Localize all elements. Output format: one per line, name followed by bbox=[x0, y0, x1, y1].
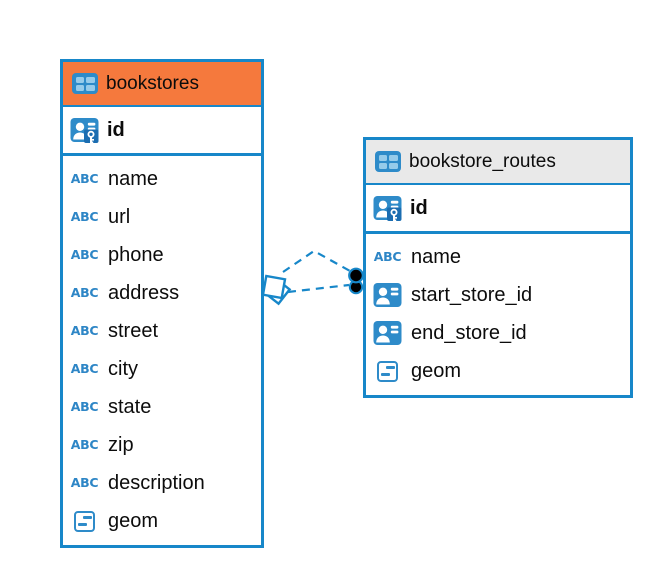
column-label: geom bbox=[108, 509, 159, 532]
column-row[interactable]: ABC name bbox=[63, 160, 261, 198]
column-row[interactable]: ABC street bbox=[63, 312, 261, 350]
relationship-endpoint-dot[interactable] bbox=[348, 267, 364, 284]
column-row[interactable]: ABC city bbox=[63, 350, 261, 388]
primary-key-label: id bbox=[107, 118, 125, 141]
column-label: end_store_id bbox=[411, 321, 527, 344]
reference-type-icon bbox=[373, 282, 402, 309]
text-type-icon: ABC bbox=[70, 360, 99, 376]
text-type-icon: ABC bbox=[70, 208, 99, 224]
primary-key-row[interactable]: id bbox=[63, 107, 261, 156]
relationship-line[interactable] bbox=[282, 249, 351, 273]
column-row[interactable]: end_store_id bbox=[366, 314, 630, 352]
column-label: description bbox=[108, 471, 205, 494]
table-title: bookstores bbox=[106, 72, 199, 94]
primary-key-icon bbox=[70, 117, 99, 144]
primary-key-icon bbox=[373, 195, 402, 222]
column-row[interactable]: geom bbox=[63, 502, 261, 540]
entity-table-bookstore-routes[interactable]: bookstore_routes id ABC name start_store_i… bbox=[363, 137, 633, 398]
column-row[interactable]: ABC zip bbox=[63, 426, 261, 464]
column-row[interactable]: ABC phone bbox=[63, 236, 261, 274]
text-type-icon: ABC bbox=[70, 170, 99, 186]
table-icon bbox=[375, 151, 401, 172]
column-label: zip bbox=[108, 433, 134, 456]
geometry-type-icon bbox=[74, 510, 95, 532]
column-label: geom bbox=[411, 359, 462, 382]
column-label: address bbox=[108, 281, 180, 304]
text-type-icon: ABC bbox=[70, 398, 99, 414]
primary-key-row[interactable]: id bbox=[366, 185, 630, 234]
column-label: city bbox=[108, 357, 138, 380]
geometry-type-icon bbox=[377, 360, 398, 382]
column-label: phone bbox=[108, 243, 164, 266]
column-row[interactable]: ABC state bbox=[63, 388, 261, 426]
text-type-icon: ABC bbox=[70, 246, 99, 262]
column-label: start_store_id bbox=[411, 283, 533, 306]
relationship-line[interactable] bbox=[287, 283, 350, 294]
column-label: url bbox=[108, 205, 131, 228]
column-row[interactable]: start_store_id bbox=[366, 276, 630, 314]
column-row[interactable]: ABC description bbox=[63, 464, 261, 502]
table-title: bookstore_routes bbox=[409, 150, 556, 172]
column-label: street bbox=[108, 319, 159, 342]
text-type-icon: ABC bbox=[70, 474, 99, 490]
column-label: name bbox=[411, 245, 462, 268]
primary-key-label: id bbox=[410, 196, 428, 219]
table-icon bbox=[72, 73, 98, 94]
reference-type-icon bbox=[373, 320, 402, 347]
text-type-icon: ABC bbox=[70, 284, 99, 300]
text-type-icon: ABC bbox=[70, 322, 99, 338]
relationship-source-marker[interactable] bbox=[261, 274, 292, 306]
text-type-icon: ABC bbox=[70, 436, 99, 452]
text-type-icon: ABC bbox=[373, 248, 402, 264]
column-row[interactable]: geom bbox=[366, 352, 630, 390]
column-row[interactable]: ABC name bbox=[366, 238, 630, 276]
column-label: name bbox=[108, 167, 159, 190]
column-label: state bbox=[108, 395, 152, 418]
column-row[interactable]: ABC address bbox=[63, 274, 261, 312]
table-header[interactable]: bookstore_routes bbox=[366, 140, 630, 185]
table-header[interactable]: bookstores bbox=[63, 62, 261, 107]
column-row[interactable]: ABC url bbox=[63, 198, 261, 236]
